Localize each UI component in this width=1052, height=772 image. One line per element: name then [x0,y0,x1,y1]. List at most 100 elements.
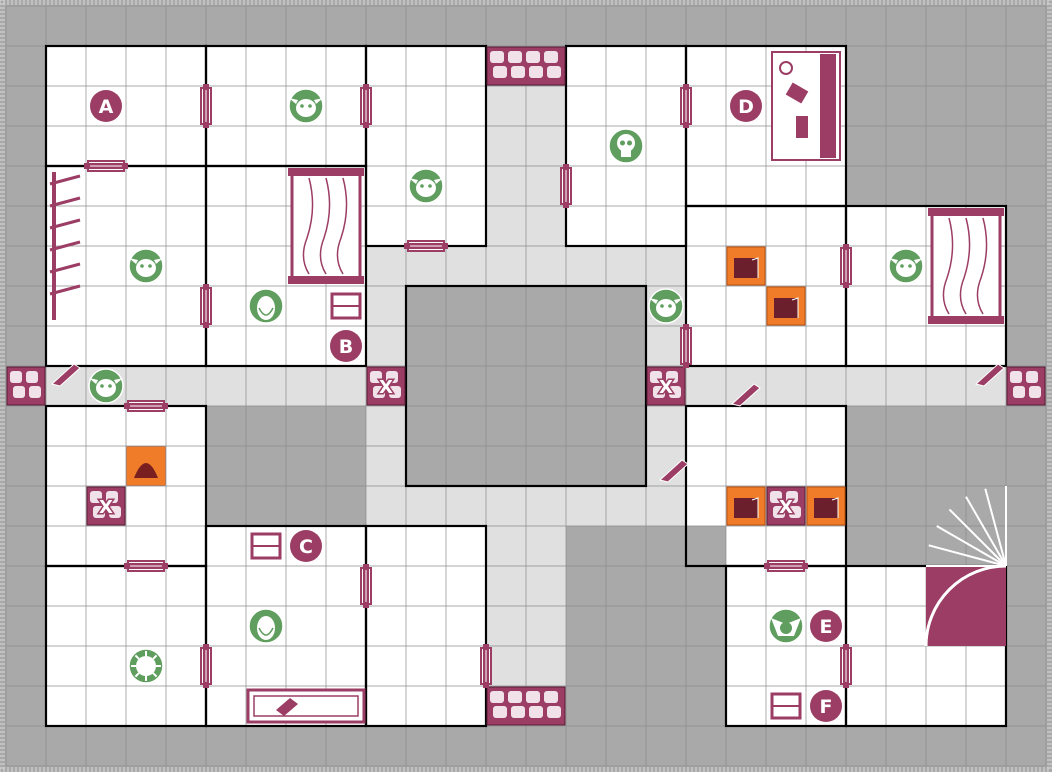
chest[interactable] [250,532,282,560]
stone-brick [29,386,41,398]
goblin-face [416,179,436,197]
door[interactable] [764,560,808,572]
goblin-token[interactable] [408,168,444,204]
warlock-face [136,656,156,676]
trap[interactable] [726,246,766,286]
book [785,82,809,104]
door[interactable] [200,284,212,328]
room-labels: A B C D E F [90,90,842,722]
dwarf-token[interactable] [248,288,284,324]
skeleton-token[interactable] [608,128,644,164]
wood-grain [336,177,348,275]
stone-brick [490,51,504,63]
door[interactable] [680,324,692,368]
door[interactable] [840,244,852,288]
wall [404,284,648,488]
room-label-e[interactable]: E [810,610,842,642]
goblin-token[interactable] [128,248,164,284]
label-disc [330,330,362,362]
door[interactable] [480,644,492,688]
trap-tile [726,246,766,286]
room-label-d[interactable]: D [730,90,762,122]
trap[interactable] [806,486,846,526]
stone-blocks [6,46,1046,726]
fireplace[interactable] [127,447,165,485]
stone-brick [13,386,25,398]
goblin-face [296,99,316,117]
dwarf-token[interactable] [248,608,284,644]
stone-brick [529,706,543,718]
room-label-c[interactable]: C [290,530,322,562]
stone-brick [1010,371,1022,383]
door[interactable] [404,240,448,252]
table[interactable] [288,168,364,284]
label-letter: C [299,536,313,558]
eye [660,304,664,308]
door[interactable] [200,84,212,128]
trap[interactable] [766,286,806,326]
goblin-ear [314,98,323,104]
chest[interactable] [330,292,362,320]
stone-brick [389,386,401,398]
stone-brick [547,706,561,718]
stone-brick [544,691,558,703]
eye [908,264,912,268]
door[interactable] [84,160,128,172]
goblin-token[interactable] [288,88,324,124]
stone-brick [386,371,398,383]
stone-brick [508,691,522,703]
goblin-ear [114,378,123,384]
weapon [49,174,81,186]
crate [796,116,808,138]
wall [364,524,488,728]
door[interactable] [360,84,372,128]
door[interactable] [560,164,572,208]
goblin-token[interactable] [648,288,684,324]
trap[interactable] [726,486,766,526]
x-marker: X [766,486,806,526]
stairs[interactable] [924,486,1007,647]
room-label-f[interactable]: F [810,690,842,722]
label-letter: A [99,96,114,118]
eye [668,304,672,308]
door[interactable] [124,400,168,412]
label-disc [810,610,842,642]
door[interactable] [840,644,852,688]
chest[interactable] [770,692,802,720]
fireplace-fire [134,463,158,478]
stair-step [984,488,1007,567]
goblin-token[interactable] [88,368,124,404]
door[interactable] [360,564,372,608]
stone-brick [511,706,525,718]
tomb[interactable] [246,688,366,724]
trap-edge [831,497,839,518]
door[interactable] [200,644,212,688]
door[interactable] [680,84,692,128]
room-label-b[interactable]: B [330,330,362,362]
eye [140,264,144,268]
label-letter: E [820,616,833,638]
stone-brick [650,371,662,383]
stair-step [965,496,1007,567]
room-n3 [366,46,486,246]
stone-brick [529,66,543,78]
stone-brick [1026,371,1038,383]
goblin-token[interactable] [888,248,924,284]
door[interactable] [124,560,168,572]
jaw [621,150,631,157]
x-marker-label: X [379,377,393,398]
stone-brick [90,491,102,503]
rubble [50,363,1005,483]
stone-brick [370,371,382,383]
x-marker: X [366,366,406,406]
goblin-ear [649,298,658,304]
room-label-a[interactable]: A [90,90,122,122]
wood-grain [976,217,988,315]
weapon-rack[interactable] [49,172,81,320]
table[interactable] [928,208,1004,324]
alchemist-bench[interactable] [771,51,841,161]
gargoyle-token[interactable] [768,608,804,644]
table-end [288,276,364,284]
warlock-token[interactable] [128,648,164,684]
stair-step [928,544,1007,567]
